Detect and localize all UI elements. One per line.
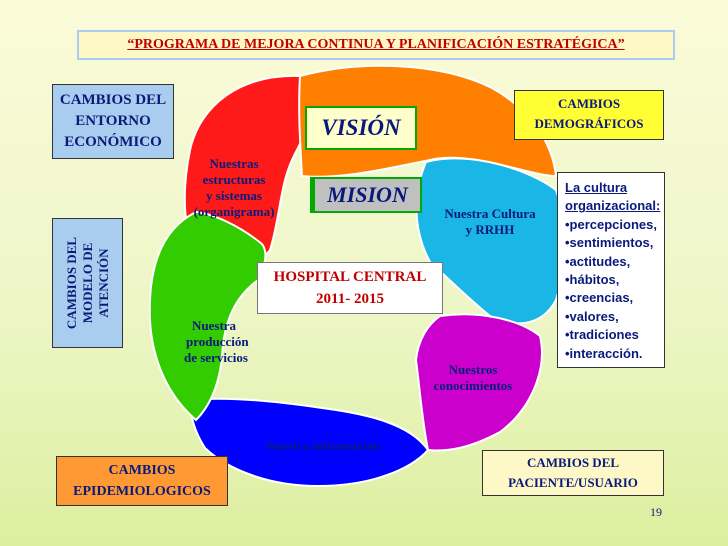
- petal-label-estructuras: Nuestras estructuras y sistemas (organig…: [184, 156, 284, 220]
- estructuras-line-2: estructuras: [202, 172, 266, 187]
- box-cultura-organizacional: La cultura organizacional: •percepciones…: [557, 172, 665, 368]
- hospital-box: HOSPITAL CENTRAL 2011- 2015: [257, 262, 443, 314]
- epi-line-2: EPIDEMIOLOGICOS: [73, 484, 211, 499]
- cultura-item: •percepciones,: [565, 216, 657, 232]
- page-number: 19: [650, 505, 662, 519]
- petal-magenta: [414, 313, 543, 452]
- mision-box: MISION: [310, 177, 422, 213]
- produccion-line-1: Nuestra: [192, 318, 237, 333]
- hospital-name: HOSPITAL CENTRAL: [273, 269, 427, 285]
- cultura-item: •tradiciones: [565, 327, 639, 343]
- estructuras-line-4: (organigrama): [193, 204, 275, 219]
- petal-label-cultura-rrhh: Nuestra Cultura y RRHH: [428, 206, 552, 238]
- demo-line-1: CAMBIOS: [557, 96, 621, 111]
- produccion-line-2: producción: [186, 334, 249, 349]
- main-title: “PROGRAMA DE MEJORA CONTINUA Y PLANIFICA…: [77, 30, 675, 60]
- petal-label-conocimientos: Nuestros conocimientos: [420, 362, 526, 394]
- entorno-line-2: ENTORNO: [75, 113, 151, 129]
- produccion-line-3: de servicios: [184, 350, 248, 365]
- paciente-line-1: CAMBIOS DEL: [526, 455, 620, 470]
- petal-blue: [188, 397, 430, 488]
- box-cambios-epidemiologicos: CAMBIOS EPIDEMIOLOGICOS: [56, 456, 228, 506]
- box-cambios-paciente: CAMBIOS DEL PACIENTE/USUARIO: [482, 450, 664, 496]
- box-cambios-entorno: CAMBIOS DEL ENTORNO ECONÓMICO: [52, 84, 174, 159]
- modelo-line-1: CAMBIOS DEL: [63, 236, 79, 330]
- entorno-line-3: ECONÓMICO: [64, 134, 162, 150]
- conocimientos-line-1: Nuestros: [448, 362, 498, 377]
- entorno-line-1: CAMBIOS DEL: [59, 92, 167, 108]
- petal-cyan: [415, 157, 567, 325]
- petal-label-informacion: Nuestra información: [265, 438, 381, 453]
- cultura-item: •creencias,: [565, 290, 634, 306]
- estructuras-line-3: y sistemas: [206, 188, 262, 203]
- petal-label-produccion: Nuestra producción de servicios: [178, 318, 268, 366]
- cultura-heading-1: La cultura: [565, 180, 628, 195]
- cultura-rrhh-line-2: y RRHH: [465, 222, 515, 237]
- modelo-line-3: ATENCIÓN: [95, 248, 111, 318]
- epi-line-1: CAMBIOS: [108, 463, 176, 478]
- modelo-line-2: MODELO DE: [79, 242, 95, 324]
- box-cambios-demograficos: CAMBIOS DEMOGRÁFICOS: [514, 90, 664, 140]
- petal-green: [148, 210, 267, 422]
- cultura-item: •interacción.: [565, 345, 643, 361]
- hospital-years: 2011- 2015: [316, 291, 384, 307]
- cultura-item: •valores,: [565, 308, 619, 324]
- demo-line-2: DEMOGRÁFICOS: [534, 116, 644, 131]
- cultura-item: •actitudes,: [565, 253, 631, 269]
- estructuras-line-1: Nuestras: [209, 156, 259, 171]
- paciente-line-2: PACIENTE/USUARIO: [508, 475, 638, 490]
- cultura-rrhh-line-1: Nuestra Cultura: [444, 206, 536, 221]
- vision-box: VISIÓN: [305, 106, 417, 150]
- conocimientos-line-2: conocimientos: [433, 378, 513, 393]
- cultura-item: •hábitos,: [565, 272, 620, 288]
- cultura-item: •sentimientos,: [565, 235, 654, 251]
- cultura-heading-2: organizacional:: [565, 198, 661, 214]
- box-cambios-modelo: CAMBIOS DEL MODELO DE ATENCIÓN: [52, 218, 123, 348]
